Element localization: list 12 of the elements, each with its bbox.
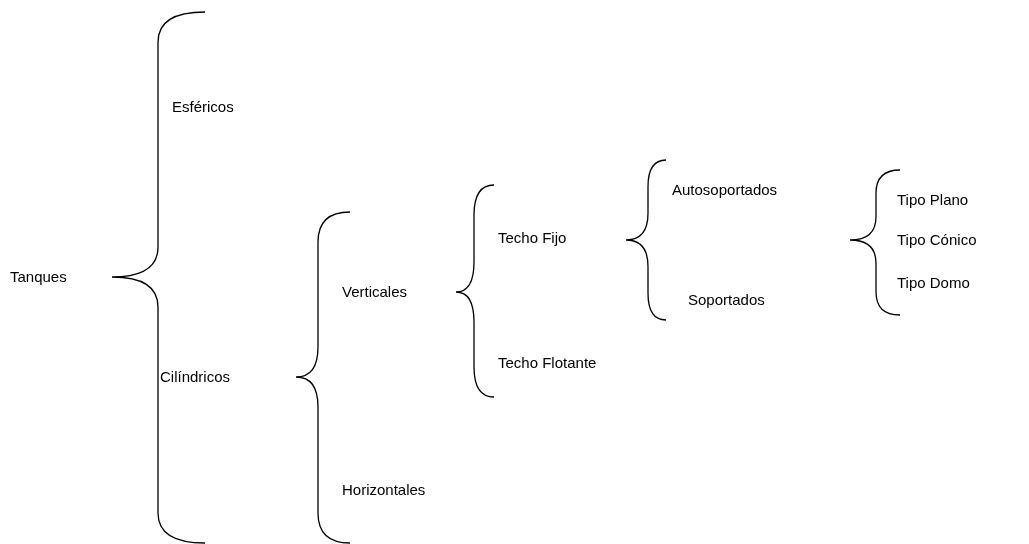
category-label: Autosoportados [672,182,778,197]
category-label: Techo Fijo [498,230,567,245]
category-label: Tipo Domo [897,275,970,290]
category-label: Verticales [342,284,408,299]
category-label: Cilíndricos [160,369,231,384]
category-label: Esféricos [172,99,234,114]
category-label: Tanques [10,269,67,284]
category-label: Soportados [688,292,765,307]
category-label: Tipo Cónico [897,232,977,247]
category-label: Techo Flotante [498,355,597,370]
category-label: Tipo Plano [897,192,969,207]
category-label: Horizontales [342,482,426,497]
